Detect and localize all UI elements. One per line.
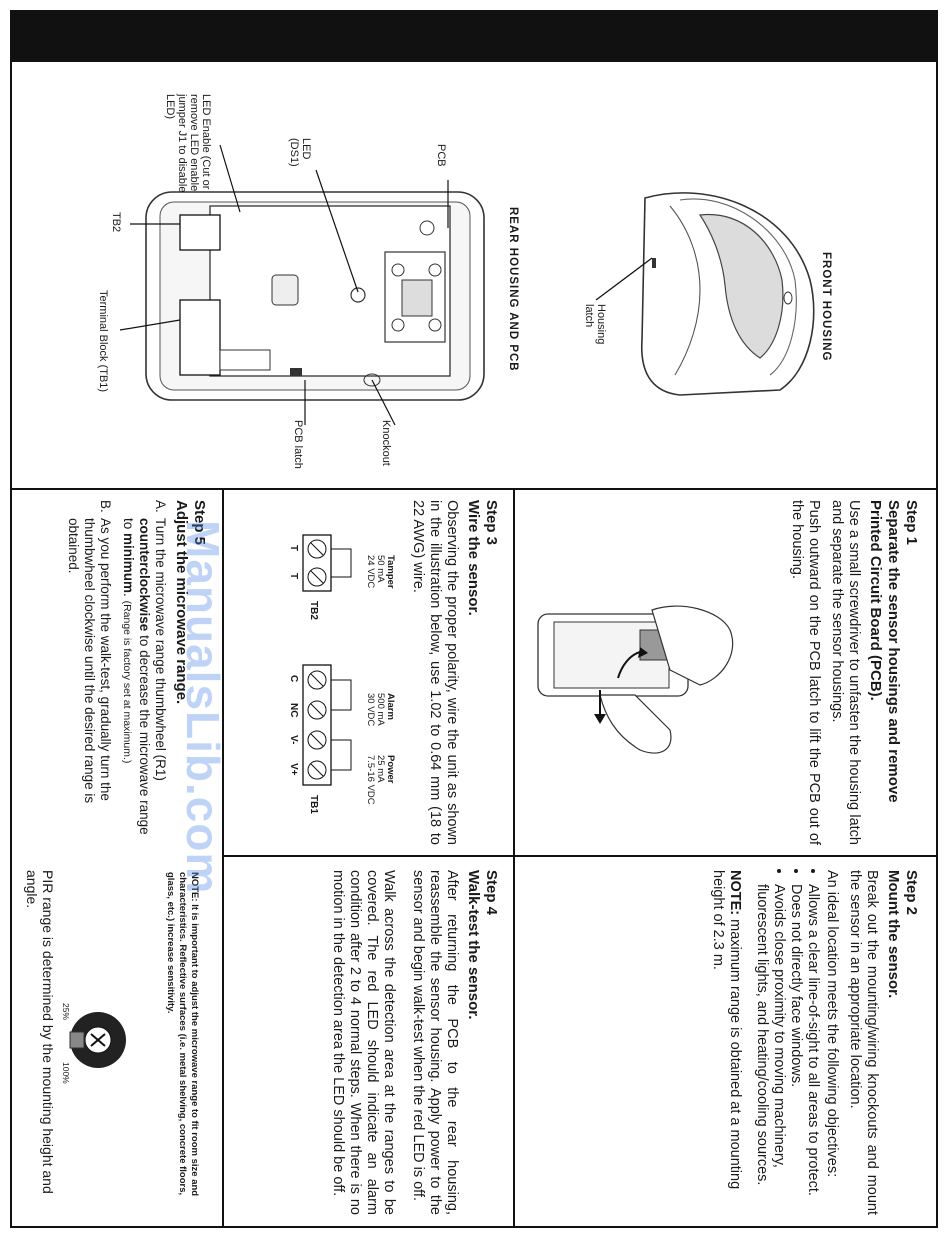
list-item: Does not directly face windows.	[787, 884, 804, 1215]
step3-paragraph-1: Observing the proper polarity, wire the …	[410, 500, 460, 845]
list-item: Avoids close proximity to moving machine…	[753, 884, 787, 1215]
step1-paragraph-2: Push outward on the PCB latch to lift th…	[789, 500, 822, 845]
step1-title: Step 1	[903, 500, 920, 546]
dial-max-label: 100%	[61, 1062, 71, 1084]
alarm-spec-current: 500 mA	[375, 693, 386, 726]
step5-note: NOTE: It is important to adjust the micr…	[140, 872, 200, 1222]
alarm-spec-voltage: 30 VDC	[365, 693, 376, 727]
step2-paragraph-2: An ideal location meets the following ob…	[824, 870, 840, 1178]
power-spec-current: 25 mA	[375, 755, 386, 783]
step5-item-b-text: As you perform the walk-test, gradually …	[66, 518, 113, 804]
step4-subtitle: Walk-test the sensor.	[465, 870, 482, 1020]
knockout-label: Knockout	[380, 420, 392, 466]
power-spec-voltage: 7.5-16 VDC	[365, 755, 376, 805]
step2-title: Step 2	[903, 870, 920, 916]
divider-vertical-left	[222, 489, 224, 1226]
step2-note-label: NOTE:	[727, 870, 743, 916]
step5-item-b-marker: B.	[98, 500, 113, 513]
step2-subtitle: Mount the sensor.	[885, 870, 902, 999]
step5-item-b: B. As you perform the walk-test, gradual…	[65, 500, 113, 840]
terminal-label: V+	[288, 763, 299, 776]
divider-horizontal	[12, 488, 936, 490]
housing-latch-leader	[595, 257, 653, 301]
alarm-label: Alarm	[385, 693, 396, 720]
step3-subtitle: Wire the sensor.	[465, 500, 482, 616]
power-label: Power	[385, 755, 396, 784]
pir-range-text: PIR range is determined by the mounting …	[24, 870, 56, 1194]
list-item: Allows a clear line-of-sight to all area…	[804, 884, 821, 1215]
step4-title: Step 4	[483, 870, 500, 916]
tamper-spec-current: 50 mA	[375, 555, 386, 583]
step5-item-a-bold-minimum: minimum	[121, 533, 136, 594]
divider-step3-step4	[222, 855, 514, 857]
terminal-label: T	[288, 573, 299, 580]
terminal-label: V-	[288, 735, 299, 745]
header-bar	[12, 12, 936, 62]
terminal-blocks-drawing	[302, 534, 352, 786]
step5-item-a-period: .	[121, 593, 136, 597]
pcb-latch-label: PCB latch	[292, 420, 304, 469]
step2-panel: Step 2 Mount the sensor. Break out the m…	[560, 870, 920, 1215]
step2-objectives-list: Allows a clear line-of-sight to all area…	[753, 870, 821, 1215]
step1-hands-illustration	[537, 605, 734, 754]
housing-latch-label: Housing latch	[583, 304, 607, 345]
step1-panel: Step 1 Separate the sensor housings and …	[740, 500, 920, 845]
step4-paragraph-1: After returning the PCB to the rear hous…	[410, 870, 460, 1215]
rear-housing-label: REAR HOUSING AND PCB	[507, 207, 519, 372]
rear-housing-illustration	[145, 191, 485, 401]
wiring-diagram: Tamper 50 mA 24 VDC Alarm 500 mA 30 VDC …	[245, 515, 396, 835]
tb2-name: TB2	[308, 601, 319, 620]
step2-note-text: maximum range is obtained at a mounting …	[710, 870, 743, 1190]
step2-paragraph-1: Break out the mounting/wiring knockouts …	[847, 870, 880, 1215]
range-thumbwheel-icon	[69, 1012, 126, 1068]
step5-item-a-text: Turn the microwave range thumbwheel (R1)	[153, 518, 168, 781]
step3-title: Step 3	[483, 500, 500, 546]
watermark: ManualsLib.com	[177, 520, 229, 895]
step5-item-a-small-note: (Range is factory set at maximum.)	[121, 600, 133, 764]
page-border	[10, 10, 938, 1228]
divider-vertical-right	[513, 489, 515, 1226]
rear-diagram-leaders	[119, 144, 449, 426]
tamper-label: Tamper	[385, 555, 396, 589]
step5-item-a-bold-direction: counterclockwise	[137, 518, 152, 632]
tamper-spec-voltage: 24 VDC	[365, 555, 376, 589]
terminal-label: C	[288, 675, 299, 683]
tb1-name: TB1	[308, 795, 319, 814]
step2-note: NOTE: maximum range is obtained at a mou…	[709, 870, 743, 1215]
front-housing-label: FRONT HOUSING	[820, 252, 832, 362]
step5-note-text: NOTE: It is important to adjust the micr…	[165, 872, 200, 1197]
terminal-label: NC	[288, 703, 299, 718]
front-housing-illustration	[640, 192, 815, 396]
step4-paragraph-2: Walk across the detection area at the ra…	[330, 870, 397, 1215]
step5-item-a-marker: A.	[153, 500, 168, 513]
terminal-label: T	[288, 545, 299, 552]
step4-panel: Step 4 Walk-test the sensor. After retur…	[230, 870, 500, 1215]
dial-min-label: 25%	[61, 1003, 71, 1021]
step5-item-a: A. Turn the microwave range thumbwheel (…	[119, 500, 168, 840]
step1-paragraph-1: Use a small screwdriver to unfasten the …	[829, 500, 862, 845]
step1-subtitle: Separate the sensor housings and remove …	[867, 500, 902, 803]
divider-step1-step2	[514, 855, 936, 857]
